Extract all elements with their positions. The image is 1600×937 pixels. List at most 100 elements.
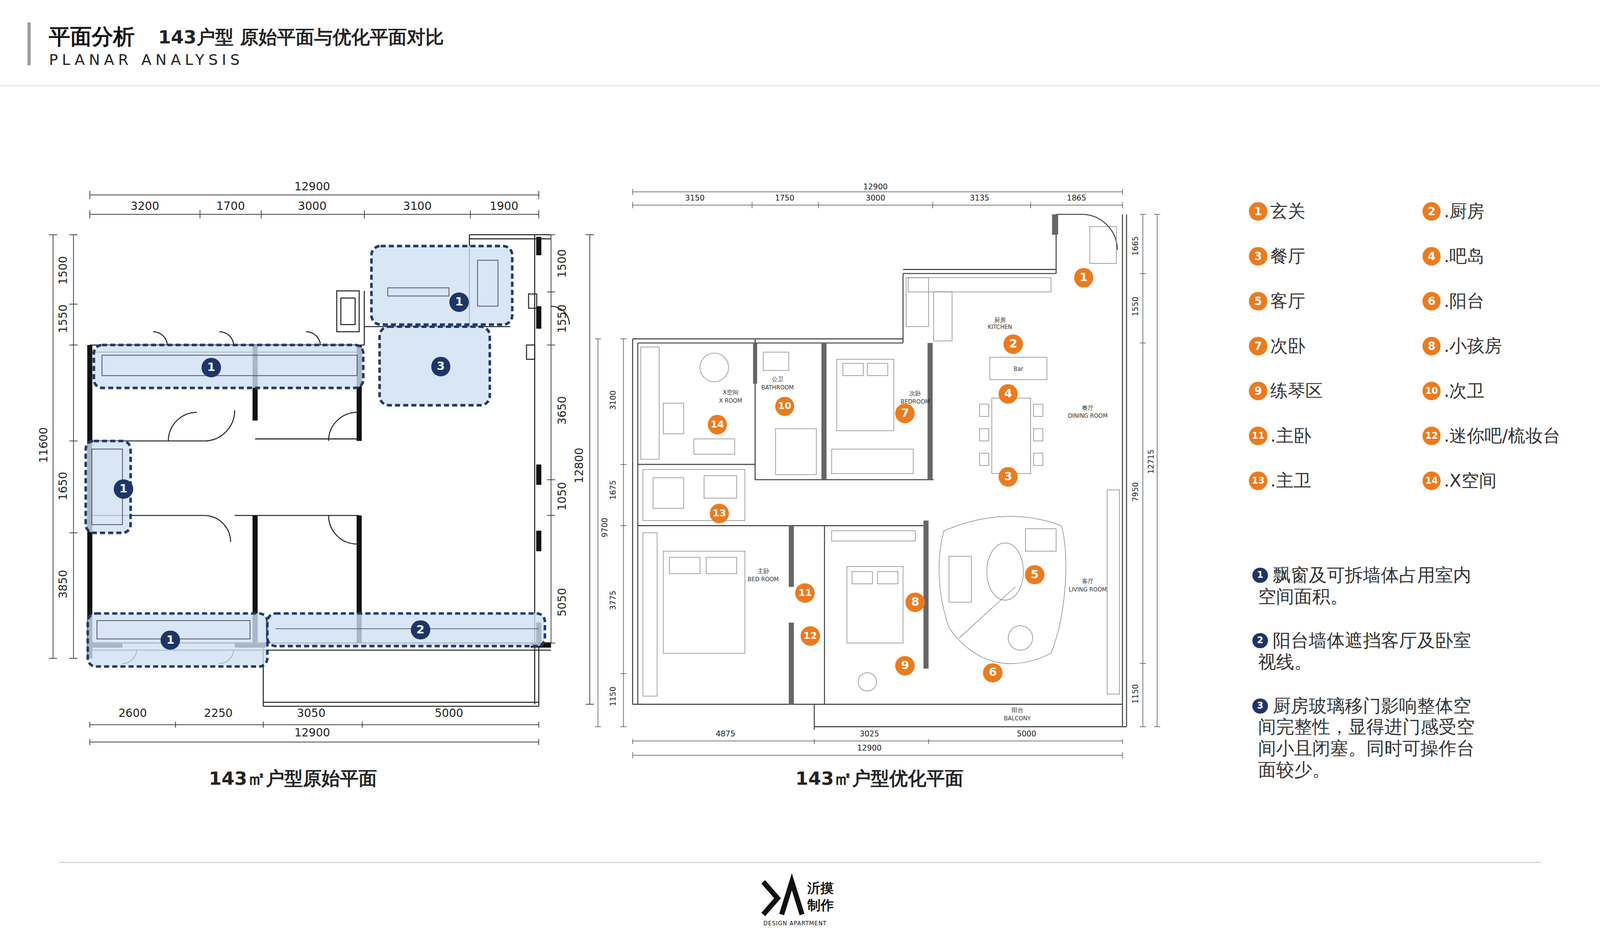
dimension-text: 1150 <box>1131 683 1141 704</box>
text-label: 5000 <box>1016 729 1037 739</box>
text-label: 12900 <box>294 180 331 194</box>
callout-number: 2 <box>410 620 431 640</box>
text-label: .主卫 <box>1270 470 1311 492</box>
text-label: 3100 <box>402 199 432 214</box>
text-label: .X空间 <box>1443 470 1497 492</box>
text-label: 4875 <box>715 729 736 739</box>
callout-number: 10 <box>775 396 795 417</box>
text-label: 2600 <box>118 706 148 720</box>
callout-number: 3 <box>1252 698 1268 714</box>
callout-number: 6 <box>982 662 1003 683</box>
callout-number: 3 <box>431 356 451 377</box>
dimension-text: 3775 <box>608 590 619 610</box>
dimension-text: 3650 <box>555 396 570 425</box>
text-label: X空间 <box>722 389 739 397</box>
text-label: Bar <box>1013 365 1024 373</box>
text-label: 次卧 <box>1270 335 1306 357</box>
text-label: 1700 <box>216 199 245 214</box>
dimension-text: 5050 <box>555 587 570 617</box>
callout-number: 1 <box>1074 267 1094 288</box>
callout-number: 9 <box>1248 381 1268 400</box>
text-label: 3000 <box>865 193 886 203</box>
dimension-text: 12800 <box>572 447 587 483</box>
note-text: 阳台墙体遮挡客厅及卧室视线。 <box>1258 629 1489 673</box>
text-label: .吧岛 <box>1443 245 1485 267</box>
callout-number: 12 <box>1422 426 1441 445</box>
text-label: 厨房 <box>994 317 1006 324</box>
text-label: 阳台 <box>1011 706 1024 714</box>
callout-number: 5 <box>1024 564 1045 585</box>
dimension-text: 7950 <box>1131 481 1141 502</box>
callout-number: 2 <box>1003 334 1023 354</box>
dimension-text: 1500 <box>56 256 71 285</box>
text-label: 制作 <box>807 897 834 914</box>
text-label: .主卧 <box>1270 425 1311 447</box>
text-label: 1750 <box>775 193 795 203</box>
text-label: 3200 <box>130 199 160 214</box>
note-text: 飘窗及可拆墙体占用室内空间面积。 <box>1258 564 1489 608</box>
dimension-text: 1650 <box>56 471 71 500</box>
page-title: 平面分析 <box>48 23 135 50</box>
text-label: .迷你吧/梳妆台 <box>1443 425 1561 447</box>
callout-number: 4 <box>1422 246 1441 266</box>
dimension-text: 1550 <box>555 303 570 333</box>
callout-number: 3 <box>998 466 1019 487</box>
callout-number: 2 <box>1422 201 1441 221</box>
text-label: BED ROOM <box>747 576 780 583</box>
text-label: 客厅 <box>1081 578 1094 585</box>
text-label: .厨房 <box>1443 200 1485 222</box>
text-label: 3150 <box>685 193 705 203</box>
callout-number: 8 <box>905 592 926 612</box>
callout-number: 10 <box>1422 381 1441 400</box>
text-label: BATHROOM <box>761 384 795 392</box>
text-label: BALCONY <box>1003 715 1031 722</box>
dimension-text: 1665 <box>1131 236 1141 256</box>
callout-number: 14 <box>707 414 728 435</box>
callout-number: 6 <box>1422 291 1441 311</box>
text-label: 143户型 原始平面与优化平面对比 <box>158 26 444 49</box>
text-label: 沂摸 <box>807 880 834 897</box>
text-label: 3135 <box>969 193 990 203</box>
text-label: 餐厅 <box>1081 404 1094 412</box>
text-label: DESIGN APARTMENT <box>763 920 827 927</box>
callout-number: 1 <box>160 630 180 650</box>
text-label: 5000 <box>434 706 464 720</box>
text-label: 12900 <box>863 181 888 192</box>
text-label: .次卫 <box>1443 380 1485 402</box>
text-label: DINING ROOM <box>1067 413 1108 420</box>
callout-number: 1 <box>201 357 221 378</box>
text-label: X ROOM <box>719 397 743 405</box>
text-label: PLANAR ANALYSIS <box>48 51 244 69</box>
dimension-text: 1675 <box>608 480 619 500</box>
text-label: 3025 <box>859 729 880 739</box>
dimension-text: 12715 <box>1146 449 1156 474</box>
callout-number: 1 <box>1248 201 1268 221</box>
text-label: 1900 <box>489 199 519 214</box>
text-label: 公卫 <box>771 376 784 383</box>
note-text: 厨房玻璃移门影响整体空间完整性，显得进门感受空间小且闭塞。同时可操作台面较少。 <box>1258 695 1489 781</box>
dimension-text: 1550 <box>56 303 71 333</box>
text-label: KITCHEN <box>987 324 1013 332</box>
text-label: 12900 <box>294 725 331 740</box>
text-label: 12900 <box>857 743 882 753</box>
callout-number: 4 <box>998 384 1019 404</box>
callout-number: 2 <box>1252 632 1268 648</box>
dimension-text: 1050 <box>555 481 570 511</box>
text-label: 3000 <box>298 199 327 214</box>
dimension-text: 1500 <box>555 248 570 278</box>
callout-number: 1 <box>1252 567 1268 583</box>
text-label: 1865 <box>1066 193 1087 203</box>
callout-number: 9 <box>895 655 916 676</box>
callout-number: 13 <box>1248 471 1268 490</box>
text-label: 次卧 <box>909 390 921 398</box>
callout-number: 7 <box>1248 336 1268 356</box>
text-label: 客厅 <box>1270 290 1306 312</box>
dimension-text: 3850 <box>56 569 71 599</box>
callout-number: 3 <box>1248 246 1268 266</box>
callout-number: 11 <box>795 582 816 603</box>
text-label: 练琴区 <box>1270 380 1323 402</box>
callout-number: 13 <box>709 503 730 523</box>
callout-number: 12 <box>800 625 820 646</box>
dimension-text: 1150 <box>608 686 619 706</box>
